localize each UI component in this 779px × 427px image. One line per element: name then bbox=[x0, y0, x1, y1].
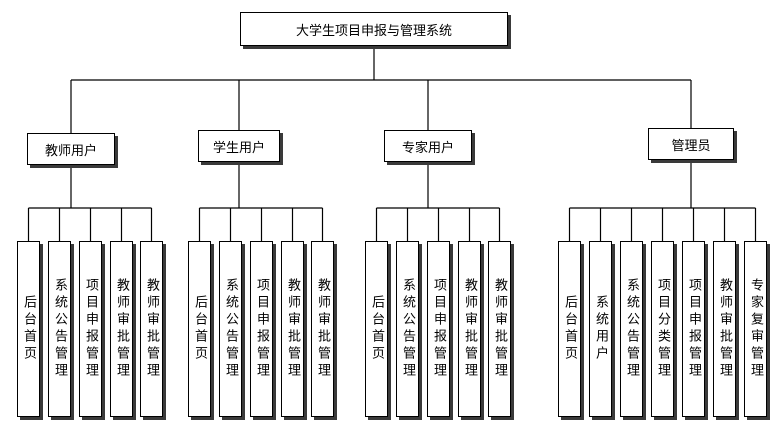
root-node-label: 大学生项目申报与管理系统 bbox=[295, 23, 452, 39]
function-node-label: 系统公告管理 bbox=[624, 278, 639, 380]
function-node: 系统公告管理 bbox=[620, 241, 643, 417]
function-node-label: 专家复审管理 bbox=[748, 278, 763, 380]
function-node: 教师审批管理 bbox=[140, 241, 163, 417]
function-node: 专家复审管理 bbox=[744, 241, 767, 417]
function-node-label: 项目申报管理 bbox=[254, 278, 269, 380]
function-node: 系统用户 bbox=[589, 241, 612, 417]
function-node: 后台首页 bbox=[365, 241, 388, 417]
function-node-label: 后台首页 bbox=[369, 295, 384, 363]
function-node-label: 系统公告管理 bbox=[400, 278, 415, 380]
role-node-3: 管理员 bbox=[648, 128, 734, 160]
function-node-label: 系统用户 bbox=[593, 295, 608, 363]
function-node: 教师审批管理 bbox=[488, 241, 511, 417]
function-node-label: 项目申报管理 bbox=[431, 278, 446, 380]
function-node-label: 项目申报管理 bbox=[83, 278, 98, 380]
function-node-label: 系统公告管理 bbox=[223, 278, 238, 380]
function-node: 后台首页 bbox=[188, 241, 211, 417]
root-node: 大学生项目申报与管理系统 bbox=[240, 12, 508, 46]
function-node: 教师审批管理 bbox=[713, 241, 736, 417]
role-node-0: 教师用户 bbox=[27, 133, 115, 165]
function-node: 教师审批管理 bbox=[311, 241, 334, 417]
function-node: 教师审批管理 bbox=[458, 241, 481, 417]
function-node-label: 教师审批管理 bbox=[144, 278, 159, 380]
function-node-label: 教师审批管理 bbox=[462, 278, 477, 380]
role-node-2-label: 专家用户 bbox=[401, 140, 454, 156]
function-node-label: 教师审批管理 bbox=[285, 278, 300, 380]
function-node: 教师审批管理 bbox=[281, 241, 304, 417]
function-node: 后台首页 bbox=[17, 241, 40, 417]
role-node-0-label: 教师用户 bbox=[44, 143, 97, 159]
role-node-2: 专家用户 bbox=[384, 130, 472, 162]
function-node: 系统公告管理 bbox=[219, 241, 242, 417]
function-node: 项目申报管理 bbox=[79, 241, 102, 417]
function-node: 教师审批管理 bbox=[110, 241, 133, 417]
function-node: 项目申报管理 bbox=[427, 241, 450, 417]
function-node-label: 项目分类管理 bbox=[655, 278, 670, 380]
function-node: 后台首页 bbox=[558, 241, 581, 417]
function-node: 系统公告管理 bbox=[396, 241, 419, 417]
function-node-label: 后台首页 bbox=[192, 295, 207, 363]
function-node: 项目申报管理 bbox=[682, 241, 705, 417]
function-node-label: 教师审批管理 bbox=[114, 278, 129, 380]
function-node: 系统公告管理 bbox=[48, 241, 71, 417]
function-node: 项目分类管理 bbox=[651, 241, 674, 417]
function-node-label: 后台首页 bbox=[21, 295, 36, 363]
function-node-label: 项目申报管理 bbox=[686, 278, 701, 380]
function-node-label: 后台首页 bbox=[562, 295, 577, 363]
function-node: 项目申报管理 bbox=[250, 241, 273, 417]
role-node-1-label: 学生用户 bbox=[212, 140, 265, 156]
function-node-label: 系统公告管理 bbox=[52, 278, 67, 380]
function-node-label: 教师审批管理 bbox=[492, 278, 507, 380]
role-node-1: 学生用户 bbox=[198, 130, 280, 162]
function-node-label: 教师审批管理 bbox=[717, 278, 732, 380]
role-node-3-label: 管理员 bbox=[671, 138, 711, 154]
function-node-label: 教师审批管理 bbox=[315, 278, 330, 380]
